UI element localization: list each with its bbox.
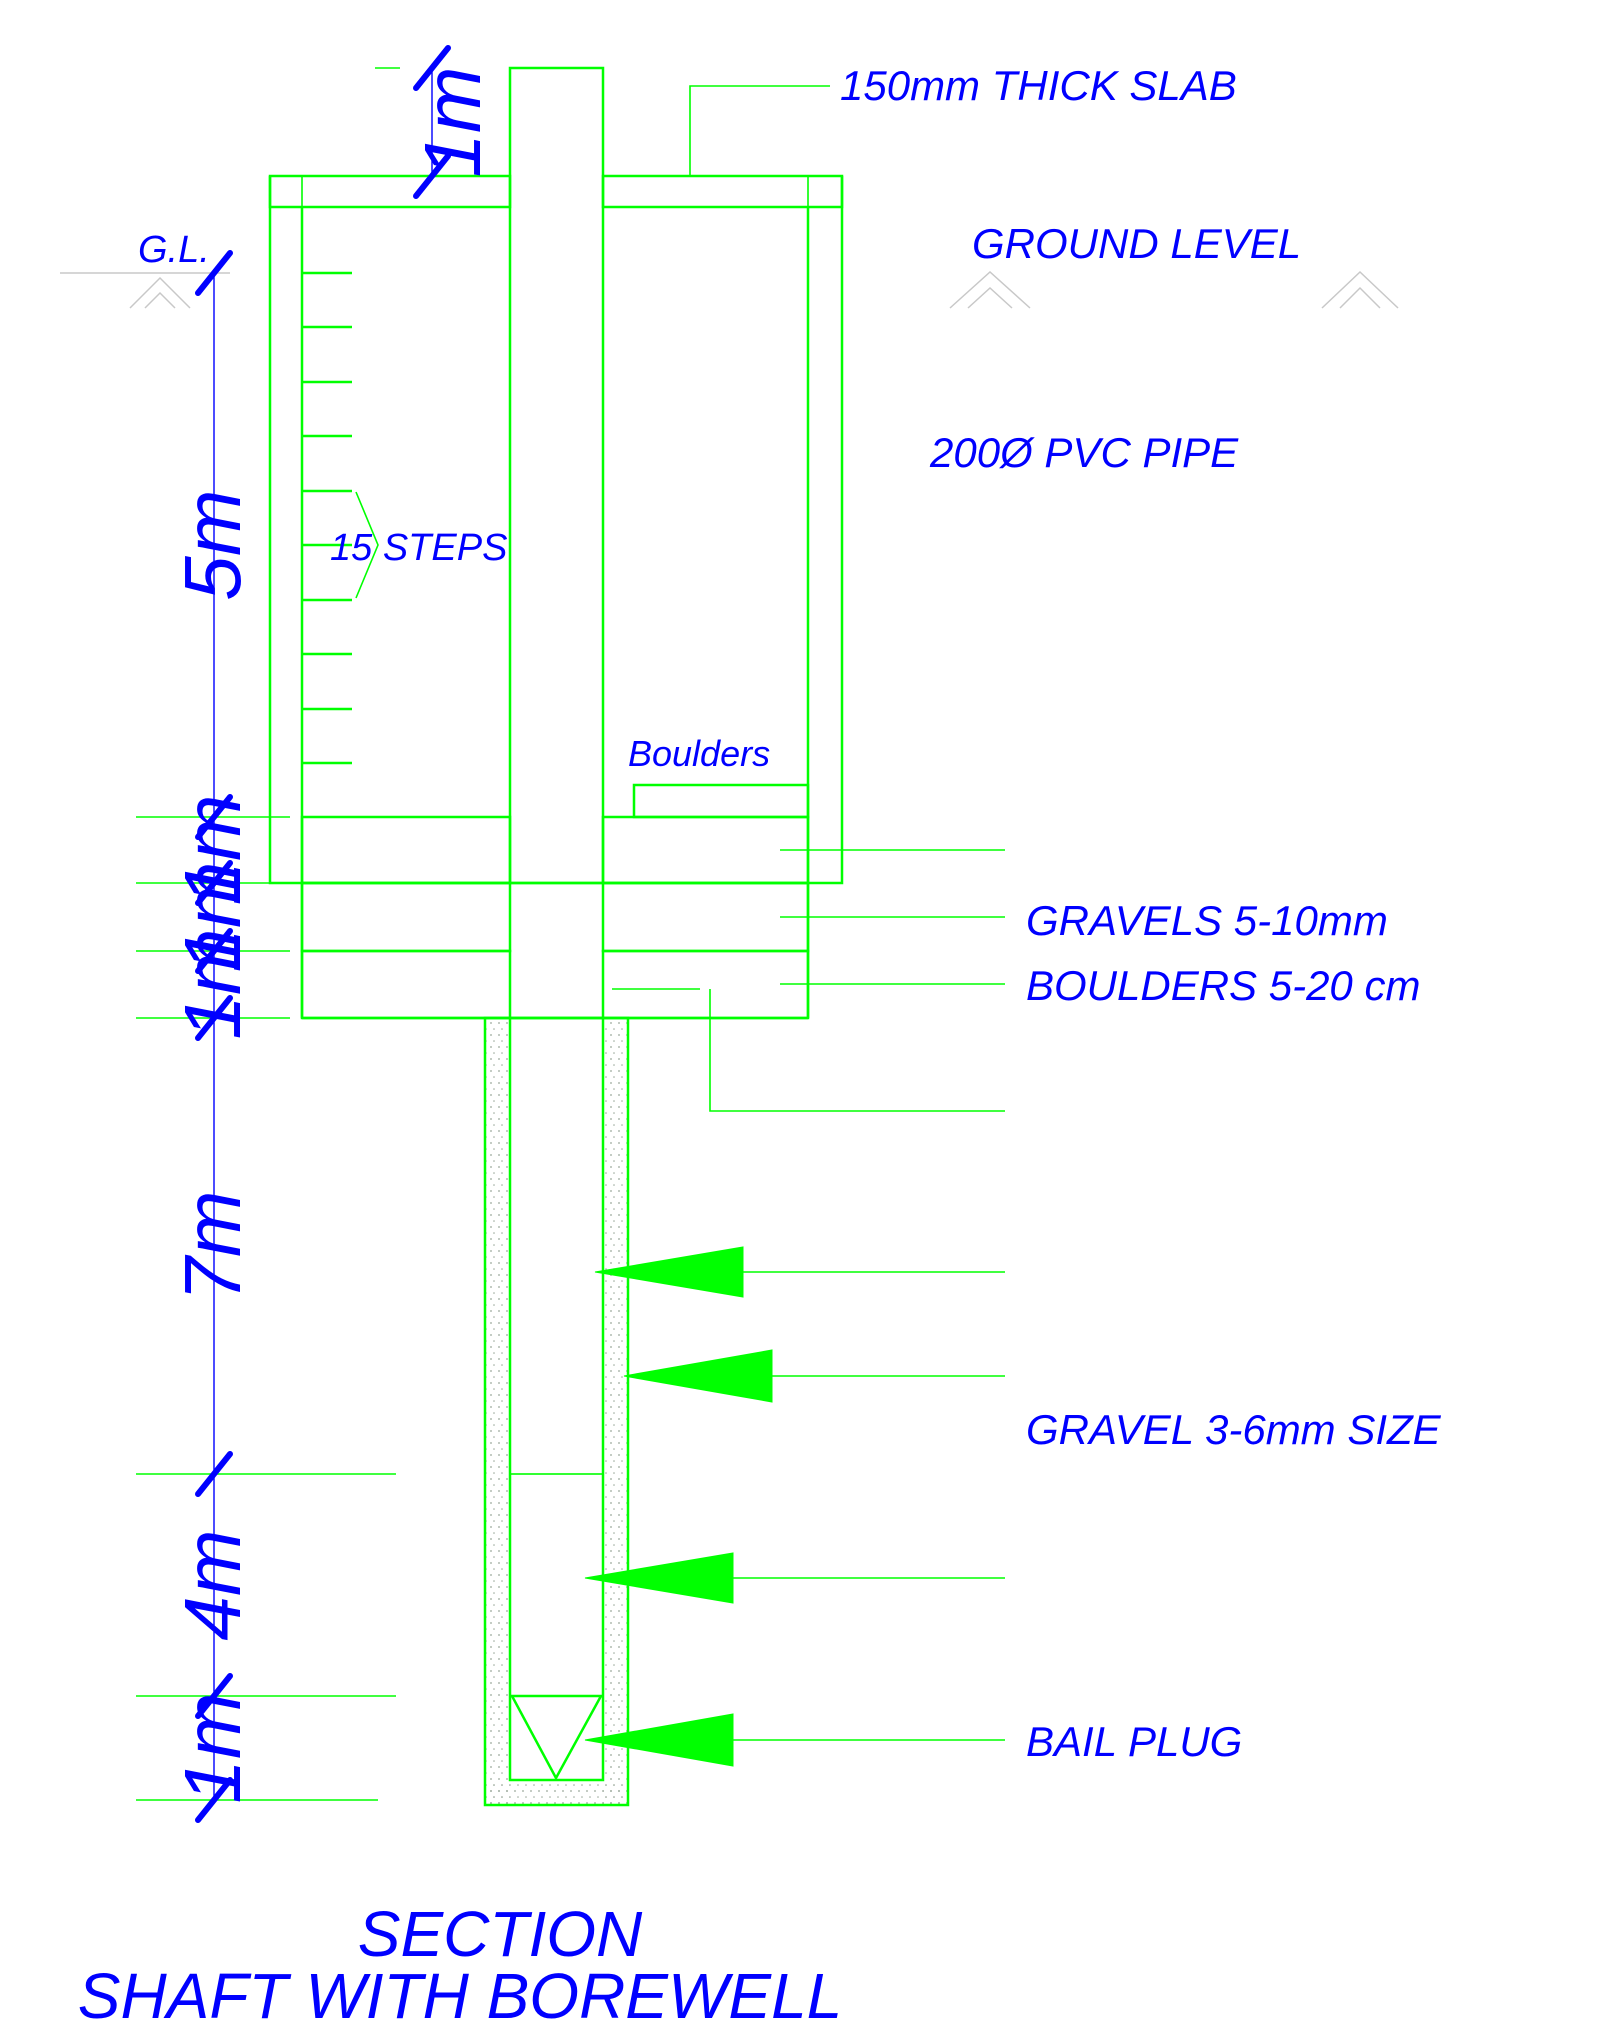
dim-top: 1m — [408, 66, 497, 177]
borewell-gravel-pack-left — [485, 1018, 510, 1805]
dim-screen: 4m — [168, 1529, 257, 1640]
concrete-bed-left — [300, 815, 512, 885]
label-boulders: BOULDERS 5-20 cm — [1026, 962, 1420, 1009]
boulder-layer-right — [601, 949, 810, 1020]
dim-layer2: 1m — [168, 861, 257, 972]
label-steps: 15 STEPS — [330, 527, 507, 569]
pvc-pipe — [508, 66, 605, 885]
label-boulders-small: Boulders — [628, 733, 770, 774]
borewell-gravel-pack-bottom — [485, 1780, 628, 1805]
right-wall — [807, 206, 843, 884]
dim-shaft: 5m — [168, 489, 257, 600]
label-ground-level: GROUND LEVEL — [972, 220, 1301, 267]
leader-borewell-top — [612, 988, 1005, 1112]
label-gravels: GRAVELS 5-10mm — [1026, 897, 1388, 944]
label-gravel-small: GRAVEL 3-6mm SIZE — [1026, 1406, 1442, 1453]
dimension-line — [195, 45, 451, 1823]
dim-plug: 1m — [168, 1692, 257, 1803]
gravel-layer-left — [300, 881, 512, 953]
arrow-slotted-screen[interactable] — [584, 1552, 1005, 1604]
title-line2: SHAFT WITH BOREWELL — [78, 1960, 843, 2032]
ground-level-left — [60, 272, 230, 309]
left-wall — [269, 206, 303, 884]
boulders-ledge — [632, 783, 810, 819]
slab-right — [601, 174, 844, 209]
ground-level-symbol-2 — [1321, 270, 1399, 309]
arrow-gravel-3-6mm[interactable] — [623, 1349, 1005, 1403]
dim-bore: 7m — [168, 1190, 257, 1301]
gravel-layer-right — [601, 881, 810, 953]
bail-plug — [509, 1694, 604, 1781]
steps — [302, 271, 379, 765]
boulder-layer-left — [300, 949, 512, 1020]
ground-level-symbol-1 — [949, 270, 1031, 309]
label-gl: G.L. — [138, 229, 210, 271]
borewell-gravel-pack-right — [603, 1018, 628, 1805]
slotted-screen — [509, 1473, 604, 1697]
label-bail-plug: BAIL PLUG — [1026, 1718, 1242, 1765]
dim-layer3: 1m — [168, 928, 257, 1039]
slab-left — [268, 174, 512, 209]
label-pvc-pipe: 200Ø PVC PIPE — [929, 429, 1239, 476]
arrow-bail-plug[interactable] — [584, 1713, 1005, 1767]
title-line1: SECTION — [358, 1898, 643, 1970]
arrow-gravel-pack[interactable] — [594, 1246, 1005, 1298]
borewell-inner — [508, 1016, 605, 1782]
dim-layer1: 1m — [168, 794, 257, 905]
concrete-bed-right — [601, 815, 810, 885]
label-slab: 150mm THICK SLAB — [840, 62, 1237, 109]
pipe-filter-zone — [509, 882, 604, 1019]
leader-slab — [689, 85, 830, 176]
